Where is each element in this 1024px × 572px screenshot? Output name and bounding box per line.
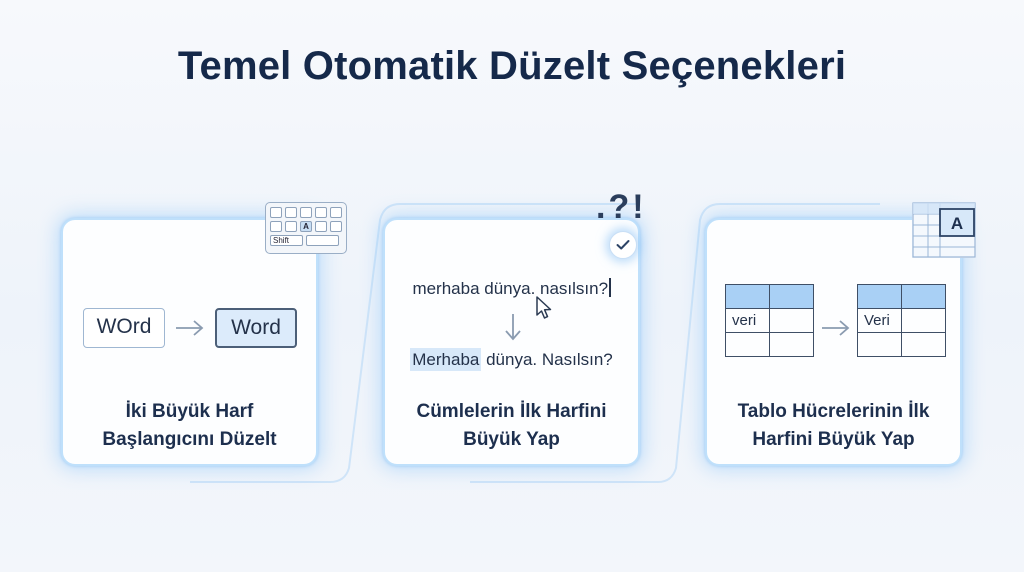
word-after: Word: [215, 308, 297, 348]
card-label-line: Cümlelerin İlk Harfini: [416, 401, 607, 422]
card-capitalize-sentences: merhaba dünya. nasılsın? Merhaba dünya. …: [383, 218, 640, 466]
sentence-before-text: merhaba dünya. nasılsın?: [412, 279, 609, 298]
card-label: İki Büyük Harf Başlangıcını Düzelt: [63, 398, 316, 454]
card-label: Tablo Hücrelerinin İlk Harfini Büyük Yap: [707, 398, 960, 454]
keyboard-key-shift: Shift: [270, 235, 303, 246]
table-cell-before: veri: [725, 308, 770, 333]
table-cell-after: Veri: [857, 308, 902, 333]
card-two-initial-capitals: WOrd Word İki Büyük Harf Başlangıcını Dü…: [61, 218, 318, 466]
card-label: Cümlelerin İlk Harfini Büyük Yap: [385, 398, 638, 454]
card-label-line: Harfini Büyük Yap: [752, 429, 915, 450]
arrow-right-icon: [176, 320, 204, 336]
card-label-line: Büyük Yap: [463, 429, 560, 450]
table-grid-icon: A: [912, 202, 976, 258]
keyboard-key-a: A: [300, 221, 312, 232]
highlighted-word: Merhaba: [410, 348, 482, 371]
arrow-right-icon: [822, 320, 850, 336]
arrow-down-icon: [505, 314, 521, 341]
card-label-line: Tablo Hücrelerinin İlk: [737, 401, 930, 422]
card-capitalize-table-cells: veri Veri Tablo Hücrelerinin İlk Harfini…: [705, 218, 962, 466]
table-before: veri: [725, 284, 814, 357]
word-before: WOrd: [83, 308, 165, 348]
mouse-pointer-icon: [536, 296, 552, 319]
text-caret: [609, 278, 611, 297]
table-after: Veri: [857, 284, 946, 357]
keyboard-icon: A Shift: [265, 202, 347, 254]
sentence-before: merhaba dünya. nasılsın?: [385, 278, 638, 299]
sentence-after-rest: dünya. Nasılsın?: [481, 350, 613, 369]
page-title: Temel Otomatik Düzelt Seçenekleri: [177, 44, 847, 88]
sentence-after: Merhaba dünya. Nasılsın?: [385, 348, 638, 371]
card-label-line: İki Büyük Harf: [125, 401, 254, 422]
card-label-line: Başlangıcını Düzelt: [102, 429, 277, 450]
grid-letter: A: [951, 214, 963, 233]
punctuation-icon: .?!: [596, 188, 647, 226]
checkmark-icon: [609, 231, 637, 259]
